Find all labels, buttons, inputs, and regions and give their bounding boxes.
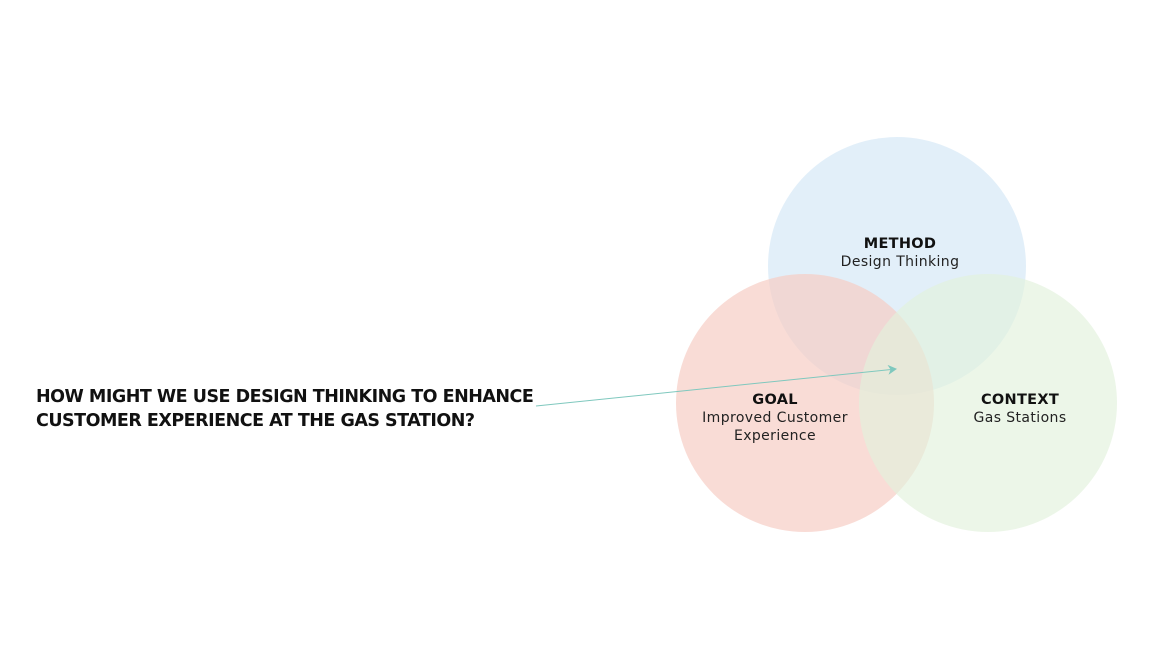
goal-text-line-1: Improved Customer xyxy=(702,410,848,426)
problem-statement-line-2: CUSTOMER EXPERIENCE AT THE GAS STATION? xyxy=(36,411,475,431)
goal-text-line-2: Experience xyxy=(733,428,817,444)
goal-circle xyxy=(676,274,934,532)
problem-statement: HOW MIGHT WE USE DESIGN THINKING TO ENHA… xyxy=(36,385,536,433)
context-text: Gas Stations xyxy=(973,410,1067,426)
goal-heading: GOAL xyxy=(752,392,798,408)
pointer-arrow xyxy=(535,364,897,407)
method-label: METHOD Design Thinking xyxy=(841,235,960,271)
context-circle xyxy=(859,274,1117,532)
context-label: CONTEXT Gas Stations xyxy=(973,391,1066,427)
method-heading: METHOD xyxy=(863,236,937,252)
problem-statement-line-1: HOW MIGHT WE USE DESIGN THINKING TO ENHA… xyxy=(36,387,534,407)
context-heading: CONTEXT xyxy=(980,392,1060,408)
method-text: Design Thinking xyxy=(840,254,960,270)
goal-label: GOAL Improved Customer Experience xyxy=(702,391,848,445)
